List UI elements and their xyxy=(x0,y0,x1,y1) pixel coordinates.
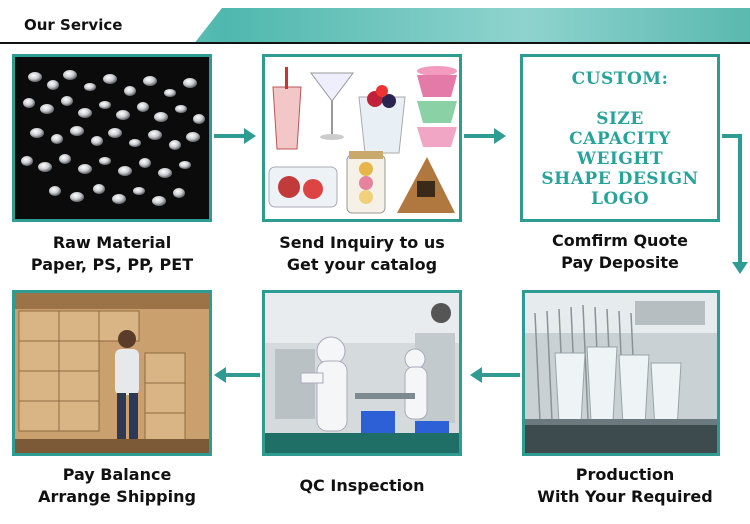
products-illustration xyxy=(265,57,459,219)
header-tab xyxy=(0,8,222,42)
flow-arrow-head xyxy=(494,128,506,144)
flow-arrow-line xyxy=(226,373,260,377)
caption-line: Get your catalog xyxy=(286,255,438,274)
flow-arrow-line xyxy=(722,134,742,138)
flow-arrow-head xyxy=(244,128,256,144)
shipping-image xyxy=(12,290,212,456)
clean-room-illustration xyxy=(265,293,459,453)
custom-options-box: CUSTOM: SIZE CAPACITY WEIGHT SHAPE DESIG… xyxy=(520,54,720,222)
step-caption-confirm-quote: Comfirm Quote Pay Deposite xyxy=(520,230,720,274)
raw-material-image xyxy=(12,54,212,222)
caption-line: Pay Deposite xyxy=(561,253,679,272)
custom-title: CUSTOM: xyxy=(571,69,669,89)
section-header: Our Service xyxy=(0,0,750,44)
caption-line: With Your Required xyxy=(537,487,713,506)
flow-arrow-line xyxy=(464,134,496,138)
caption-line: Raw Material xyxy=(52,233,172,252)
custom-option-capacity: CAPACITY xyxy=(569,129,671,149)
custom-option-shape-design: SHAPE DESIGN xyxy=(541,169,699,189)
production-image xyxy=(522,290,720,456)
caption-line: Production xyxy=(575,465,675,484)
caption-line: Paper, PS, PP, PET xyxy=(30,255,194,274)
production-line-illustration xyxy=(525,293,717,453)
flow-arrow-head xyxy=(732,262,748,274)
qc-inspection-image xyxy=(262,290,462,456)
plastic-pellets-illustration xyxy=(15,57,209,219)
caption-line: QC Inspection xyxy=(299,476,425,495)
caption-line: Arrange Shipping xyxy=(38,487,196,506)
product-catalog-image xyxy=(262,54,462,222)
custom-option-weight: WEIGHT xyxy=(576,149,664,169)
step-caption-qc-inspection: QC Inspection xyxy=(262,475,462,497)
flow-arrow-line xyxy=(738,134,742,264)
caption-line: Comfirm Quote xyxy=(552,231,688,250)
flow-arrow-line xyxy=(482,373,520,377)
section-title: Our Service xyxy=(24,16,123,34)
step-caption-production: Production With Your Required xyxy=(520,464,730,508)
flow-arrow-line xyxy=(214,134,246,138)
flow-arrow-head xyxy=(470,367,482,383)
loading-container-illustration xyxy=(15,293,209,453)
step-caption-send-inquiry: Send Inquiry to us Get your catalog xyxy=(262,232,462,276)
caption-line: Pay Balance xyxy=(62,465,172,484)
caption-line: Send Inquiry to us xyxy=(279,233,445,252)
step-caption-raw-material: Raw Material Paper, PS, PP, PET xyxy=(12,232,212,276)
flow-arrow-head xyxy=(214,367,226,383)
custom-option-logo: LOGO xyxy=(590,189,650,209)
step-caption-pay-balance: Pay Balance Arrange Shipping xyxy=(12,464,222,508)
header-divider xyxy=(0,42,750,44)
custom-option-size: SIZE xyxy=(596,109,644,129)
